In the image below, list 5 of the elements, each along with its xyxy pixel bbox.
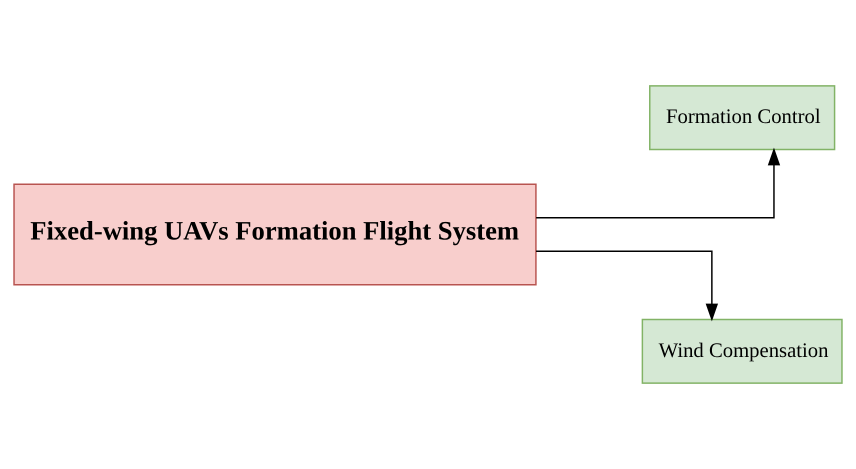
node-box: Formation Control [649, 85, 836, 150]
arrow [536, 148, 780, 218]
node-box: Wind Compensation [642, 318, 843, 384]
node-box: Fixed-wing UAVs Formation Flight System [13, 183, 537, 286]
arrow [536, 250, 718, 322]
